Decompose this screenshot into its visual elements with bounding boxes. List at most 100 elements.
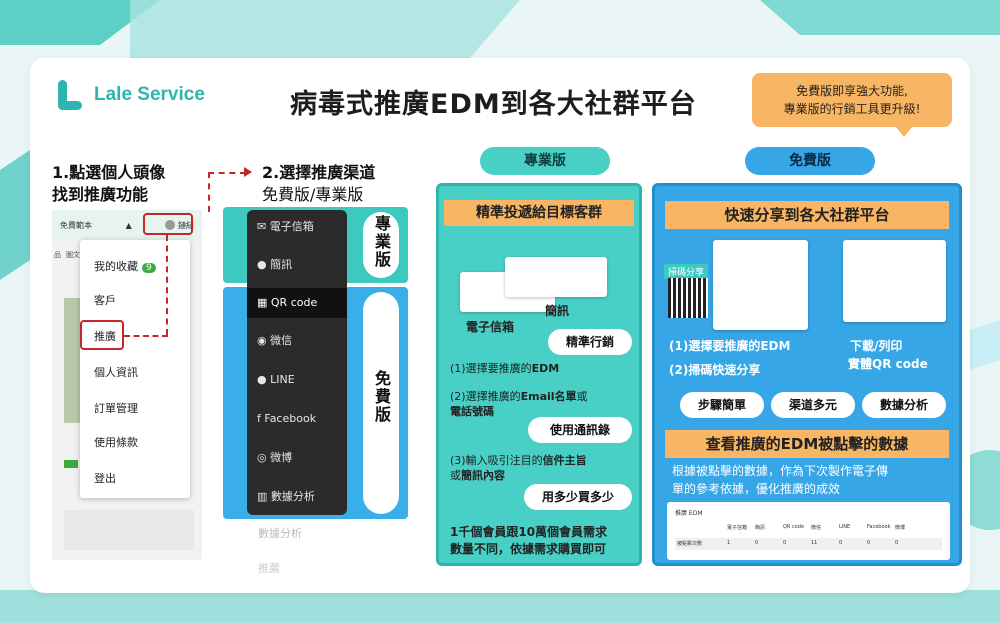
table-row-values: 1 0 0 11 0 0 0: [727, 540, 923, 546]
pro-step-1-bold: EDM: [531, 362, 560, 375]
step-2-line-2: 免費版/專業版: [262, 185, 364, 204]
favorites-count-badge: 9: [142, 263, 156, 273]
pill-precise-marketing: 精準行銷: [548, 329, 632, 355]
pro-step-1: (1)選擇要推廣的EDM: [450, 361, 559, 376]
menu-item-logout[interactable]: 登出: [94, 472, 116, 485]
table-cell: 0: [755, 540, 759, 546]
promote-highlight: [80, 320, 124, 350]
free-version-text: 免費版: [372, 370, 391, 424]
menu-item-orders[interactable]: 訂單管理: [94, 402, 138, 415]
pro-header: 專業版: [480, 147, 610, 175]
table-title: 推廣 EDM: [675, 510, 703, 517]
channel-label: 電子信箱: [269, 220, 314, 233]
table-cell: 1: [727, 540, 731, 546]
menu-item-terms[interactable]: 使用條款: [94, 436, 138, 449]
avatar-label: 鏈結: [177, 220, 194, 230]
free-download-2: 實體QR code: [848, 357, 928, 371]
channel-label: LINE: [270, 373, 295, 386]
pro-step-2: (2)選擇推廣的Email名單或 電話號碼: [450, 389, 588, 419]
free-screenshot-2: [843, 240, 946, 322]
phone-top-bar: 免費範本 ▲ 鏈結: [52, 210, 202, 240]
brand-logo: Lale Service: [56, 78, 205, 112]
ghost-item: 數據分析: [258, 527, 302, 540]
free-heading: 快速分享到各大社群平台: [665, 201, 949, 229]
connector-line: [124, 335, 168, 337]
free-description: 根據被點擊的數據，作為下次製作電子傳 單的參考依據，優化推廣的成效: [672, 462, 888, 498]
menu-item-profile[interactable]: 個人資訊: [94, 366, 138, 379]
avatar-highlight: [143, 213, 193, 235]
channel-facebook[interactable]: f Facebook: [257, 412, 317, 425]
channel-label: 數據分析: [270, 490, 315, 503]
channel-list: ✉ 電子信箱 ● 簡訊 ▦ QR code ◉ 微信 ● LINE f Face…: [247, 210, 347, 515]
phone-side-label: 圖文: [66, 251, 80, 259]
pro-step-2-bold2: 電話號碼: [450, 405, 494, 418]
channel-sms[interactable]: ● 簡訊: [257, 258, 293, 271]
menu-item-label: 我的收藏: [94, 260, 138, 273]
menu-item-favorites[interactable]: 我的收藏 9: [94, 258, 156, 274]
pro-step-2-bold: Email名單: [520, 390, 577, 403]
pro-sms-screenshot: [505, 257, 607, 297]
step-1-line-2: 找到推廣功能: [52, 185, 149, 204]
bubble-line-1: 免費版即享強大功能,: [796, 84, 908, 98]
pill-data-analytics: 數據分析: [862, 392, 946, 418]
phone-tag: [64, 460, 78, 468]
channel-wechat[interactable]: ◉ 微信: [257, 334, 293, 347]
avatar[interactable]: [165, 220, 176, 230]
phone-top-right: 鏈結: [165, 220, 194, 231]
pro-version-label: 專業版: [363, 212, 399, 278]
phone-footer: [64, 510, 194, 550]
page-title: 病毒式推廣EDM到各大社群平台: [290, 89, 697, 120]
channel-email[interactable]: ✉ 電子信箱: [257, 220, 314, 233]
scan-share-label: 掃碼分享: [664, 264, 709, 279]
pill-pay-per-use: 用多少買多少: [524, 484, 632, 510]
table-header: 微博: [895, 525, 906, 531]
step-2: 2.選擇推廣渠道 免費版/專業版: [262, 162, 375, 206]
menu-item-promote[interactable]: 推廣: [94, 330, 116, 343]
pill-easy-steps: 步驟簡單: [680, 392, 764, 418]
pro-step-2-text: (2)選擇推廣的: [450, 390, 521, 403]
click-data-table: 推廣 EDM 電子信箱 簡訊 QR code 微信 LINE Facebook …: [667, 502, 950, 560]
pro-sms-label: 簡訊: [545, 304, 570, 318]
connector-line: [208, 172, 210, 212]
step-2-line-1: 2.選擇推廣渠道: [262, 163, 376, 182]
channel-label: 微信: [270, 334, 293, 347]
free-step-1: (1)選擇要推廣的EDM: [669, 339, 791, 353]
pro-step-3-bold2: 簡訊內容: [461, 469, 505, 482]
channel-line[interactable]: ● LINE: [257, 373, 295, 386]
table-row: [675, 538, 942, 550]
table-row-label: 被點擊次數: [677, 541, 703, 547]
pro-step-3-text: (3)輸入吸引注目的: [450, 454, 543, 467]
qr-code-icon: [668, 278, 708, 318]
channel-analytics[interactable]: ▥ 數據分析: [257, 490, 315, 503]
table-header: LINE: [839, 524, 851, 530]
connector-arrow-icon: [244, 167, 252, 177]
channel-label: QR code: [270, 296, 318, 309]
channel-qrcode[interactable]: ▦ QR code: [247, 288, 347, 318]
pro-footnote-1: 1千個會員跟10萬個會員需求: [450, 525, 608, 539]
table-header: 電子信箱: [727, 525, 748, 531]
lale-logo-icon: [58, 80, 82, 110]
free-screenshot-1: [713, 240, 808, 330]
channel-label: 微博: [270, 451, 293, 464]
table-header: QR code: [783, 524, 805, 530]
free-download: 下載/列印 實體QR code: [848, 337, 938, 373]
table-cell: 11: [811, 540, 818, 546]
bubble-line-2: 專業版的行銷工具更升級!: [783, 102, 921, 116]
table-cell: 0: [783, 540, 787, 546]
channel-label: Facebook: [264, 412, 317, 425]
free-download-1: 下載/列印: [850, 339, 903, 353]
free-header: 免費版: [745, 147, 875, 175]
pro-step-3-bold: 信件主旨: [542, 454, 587, 467]
phone-top-left: 免費範本: [60, 220, 92, 230]
table-cell: 0: [839, 540, 843, 546]
menu-item-customers[interactable]: 客戶: [94, 294, 116, 307]
table-header: 簡訊: [755, 525, 766, 531]
table-cell: 0: [895, 540, 899, 546]
connector-line: [208, 172, 246, 174]
channel-weibo[interactable]: ◎ 微博: [257, 451, 293, 464]
table-header: 微信: [811, 525, 822, 531]
step-1-line-1: 1.點選個人頭像: [52, 163, 166, 182]
pro-version-text: 專業版: [372, 215, 391, 269]
table-cell: 0: [867, 540, 871, 546]
channel-label: 簡訊: [270, 258, 293, 271]
